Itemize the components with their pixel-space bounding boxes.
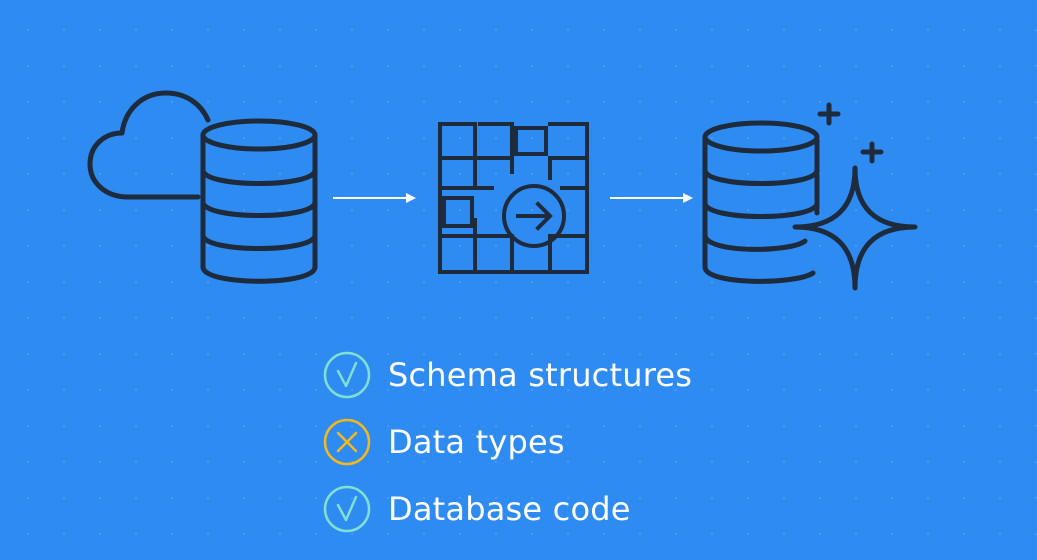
cross-circle-icon	[323, 418, 371, 466]
check-circle-icon	[323, 485, 371, 533]
legend-item: Data types	[322, 417, 742, 467]
legend-item-label: Data types	[388, 423, 565, 461]
check-circle-icon	[323, 351, 371, 399]
legend-item: Schema structures	[322, 350, 742, 400]
legend-list: Schema structures Data types Database co…	[322, 350, 742, 551]
legend-item: Database code	[322, 484, 742, 534]
arrow-right-icon	[610, 193, 693, 203]
legend-item-label: Database code	[388, 490, 631, 528]
cloud-database-icon	[87, 90, 318, 284]
grid-convert-icon	[438, 122, 589, 274]
legend-item-label: Schema structures	[388, 356, 693, 394]
arrow-right-icon	[333, 193, 416, 203]
sparkle-database-icon	[702, 102, 918, 291]
